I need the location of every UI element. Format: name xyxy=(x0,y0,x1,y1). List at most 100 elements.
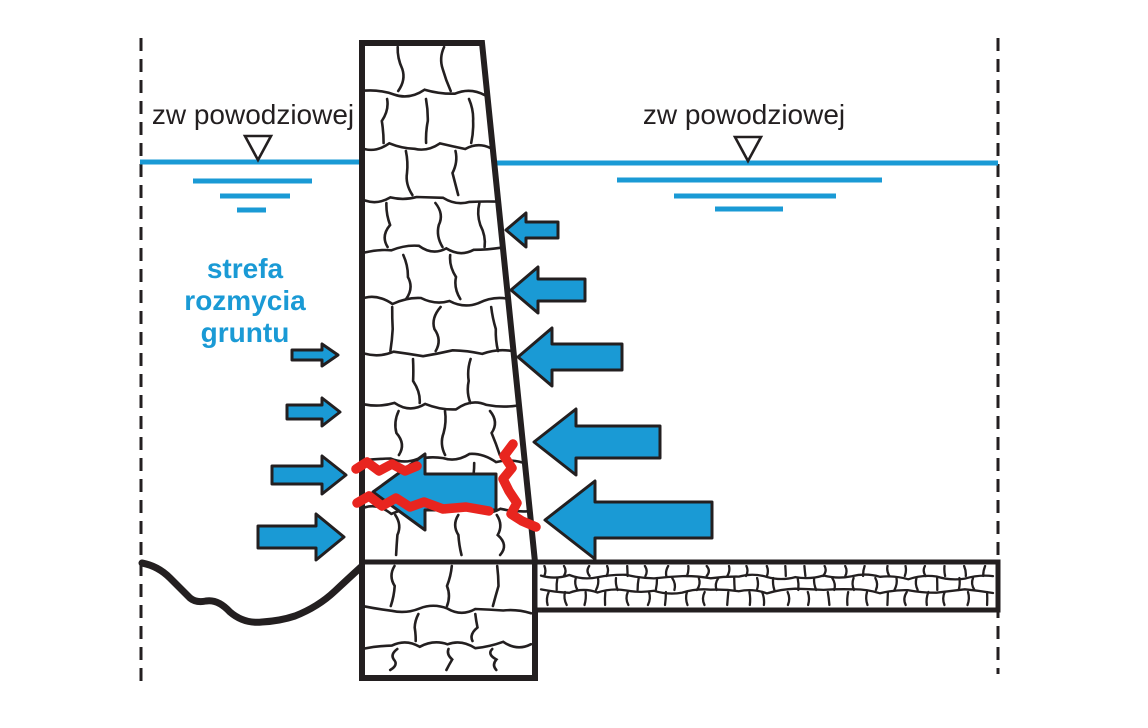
stone-joint xyxy=(760,590,766,607)
water-level-label-left: zw powodziowej xyxy=(152,99,354,130)
stone-joint xyxy=(765,565,770,578)
stone-joint xyxy=(389,564,397,608)
stone-joint xyxy=(844,565,848,578)
seepage-arrow-4 xyxy=(256,512,346,562)
stone-joint xyxy=(803,565,807,578)
stone-joint xyxy=(684,590,689,607)
crack-line-upper-left xyxy=(351,457,422,476)
stone-joint xyxy=(733,576,736,592)
stone-joint xyxy=(886,565,891,578)
stone-joint xyxy=(726,590,730,607)
water-level-triangle-icon xyxy=(732,135,764,164)
stone-joint xyxy=(786,590,791,607)
stone-joint xyxy=(574,576,579,592)
stone-joint xyxy=(962,565,968,578)
stone-joint xyxy=(663,590,668,607)
stone-joint xyxy=(396,45,405,93)
stone-joint xyxy=(402,253,412,301)
stone-joint xyxy=(445,564,454,608)
scour-zone-label-line1: strefa xyxy=(207,253,284,284)
stone-joint xyxy=(489,647,499,672)
stone-joint xyxy=(705,565,710,578)
hydrostatic-pressure-arrows-right xyxy=(504,211,714,561)
stone-joint xyxy=(432,305,442,353)
stone-joint xyxy=(448,253,462,301)
stone-joint xyxy=(861,565,866,578)
stone-joint xyxy=(886,590,890,607)
stone-joint xyxy=(467,97,475,145)
stone-joint xyxy=(846,590,850,607)
stone-joint xyxy=(821,565,827,578)
stone-joint xyxy=(771,576,776,592)
stone-joint xyxy=(865,590,869,607)
stone-joint xyxy=(365,195,498,205)
stone-joint xyxy=(851,576,856,592)
stone-joint xyxy=(654,576,659,592)
stone-joint xyxy=(903,590,908,607)
stone-joint xyxy=(605,565,610,578)
stone-joint xyxy=(563,590,568,607)
stone-joint xyxy=(365,295,508,307)
stone-joint xyxy=(424,97,430,145)
stone-joint xyxy=(383,201,392,249)
stone-joint xyxy=(440,409,447,457)
stone-joint xyxy=(583,590,587,607)
stone-joint xyxy=(726,565,731,578)
stone-joint xyxy=(365,604,533,615)
stone-apron xyxy=(532,559,1001,613)
pressure-arrow-5 xyxy=(543,479,714,561)
stone-joint xyxy=(495,513,506,557)
stone-joint xyxy=(394,409,404,457)
seepage-arrow-2 xyxy=(285,396,342,428)
stone-joint xyxy=(922,565,927,578)
stone-joint xyxy=(664,565,670,578)
stone-joint xyxy=(411,357,422,405)
stone-joint xyxy=(826,590,831,607)
scour-zone-label-line3: gruntu xyxy=(201,317,290,348)
stone-joint xyxy=(466,357,472,405)
stone-joint xyxy=(445,647,454,672)
stone-joint xyxy=(966,590,971,607)
stone-joint xyxy=(451,149,460,197)
crack-line-right xyxy=(498,439,541,532)
stone-joint xyxy=(812,576,818,592)
stone-joint xyxy=(671,576,677,592)
stone-joint xyxy=(701,590,706,607)
stone-joint xyxy=(594,576,600,592)
stone-joint xyxy=(555,576,559,592)
stone-joint xyxy=(394,513,401,557)
stone-joint xyxy=(389,305,395,353)
stone-joint xyxy=(643,565,648,578)
stone-joint xyxy=(755,576,760,592)
stone-joint xyxy=(586,565,591,578)
stone-joint xyxy=(831,576,837,592)
stone-joint xyxy=(404,149,414,197)
stone-joint xyxy=(685,565,690,578)
wall-masonry-joints xyxy=(365,45,533,672)
stone-joint xyxy=(434,201,444,249)
stone-joint xyxy=(796,576,800,592)
stone-joint xyxy=(784,565,787,578)
stone-joint xyxy=(439,45,452,93)
pressure-arrow-2 xyxy=(509,265,587,315)
stone-joint xyxy=(957,576,961,592)
stone-joint xyxy=(562,565,567,578)
stone-joint xyxy=(545,590,550,607)
stone-joint xyxy=(914,576,919,592)
pressure-arrow-4 xyxy=(532,407,662,477)
scour-zone-caption: strefa rozmycia gruntu xyxy=(184,253,306,348)
stone-joint xyxy=(489,305,500,353)
stone-joint xyxy=(453,513,463,557)
scour-zone-label-line2: rozmycia xyxy=(184,285,306,316)
stone-joint xyxy=(365,401,519,411)
stone-joint xyxy=(970,576,976,592)
stone-joint xyxy=(925,590,930,607)
stone-joint xyxy=(365,244,503,255)
stone-joint xyxy=(893,576,898,592)
water-level-label-right: zw powodziowej xyxy=(643,99,845,130)
stone-joint xyxy=(874,576,879,592)
stone-joint xyxy=(388,647,399,672)
stone-joint xyxy=(614,576,619,592)
crack-line-lower xyxy=(352,491,494,516)
